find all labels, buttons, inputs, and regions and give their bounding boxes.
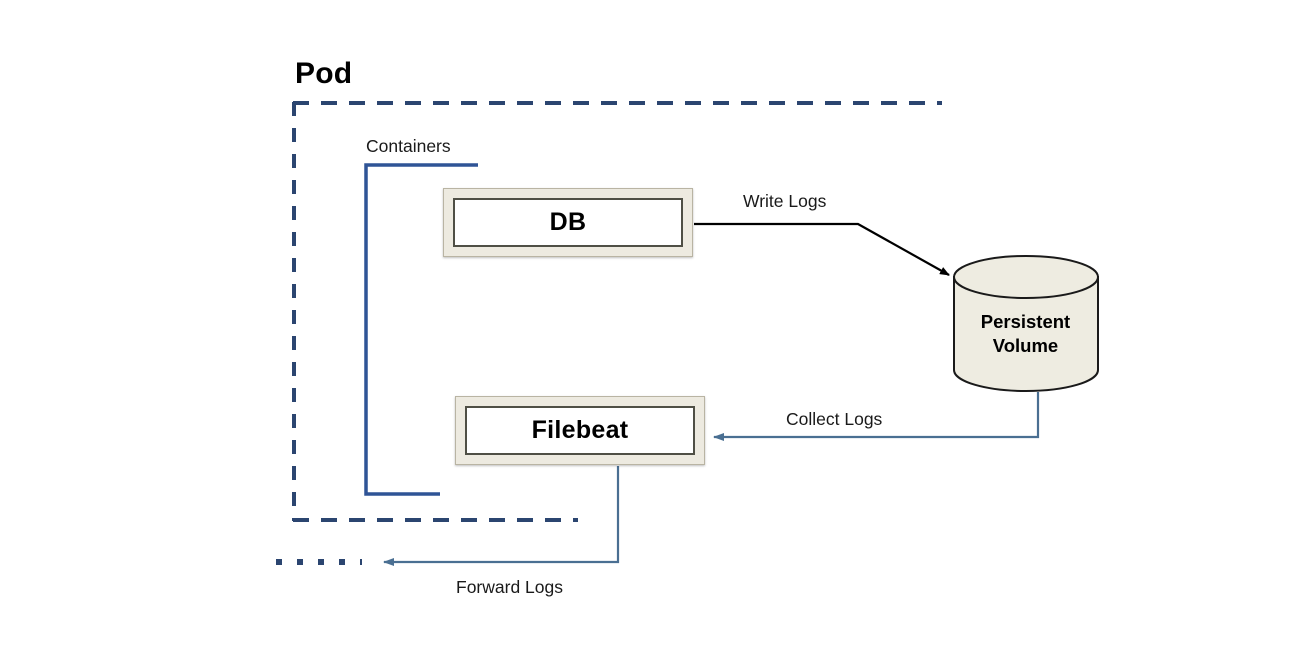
edge-label-forward-logs: Forward Logs bbox=[456, 577, 563, 597]
edge-forward-logs bbox=[383, 466, 620, 566]
node-persistent-volume-label-line2: Volume bbox=[992, 335, 1059, 356]
pod-boundary bbox=[276, 101, 942, 565]
node-db[interactable]: DB bbox=[443, 188, 693, 257]
node-db-label: DB bbox=[549, 208, 587, 236]
containers-group-label: Containers bbox=[366, 136, 451, 156]
node-filebeat-label: Filebeat bbox=[531, 416, 629, 444]
node-persistent-volume-label-line1: Persistent bbox=[980, 311, 1071, 332]
node-filebeat-inner: Filebeat bbox=[465, 406, 695, 455]
node-db-inner: DB bbox=[453, 198, 683, 247]
edge-label-collect-logs: Collect Logs bbox=[786, 409, 883, 429]
node-filebeat[interactable]: Filebeat bbox=[455, 396, 705, 465]
edge-label-write-logs: Write Logs bbox=[743, 191, 827, 211]
node-persistent-volume[interactable]: Persistent Volume bbox=[952, 258, 1099, 389]
edge-write-logs bbox=[694, 222, 950, 276]
edge-collect-logs bbox=[713, 392, 1040, 441]
node-persistent-volume-label: Persistent Volume bbox=[952, 310, 1099, 358]
persistent-volume-cylinder-shape bbox=[953, 255, 1099, 392]
pod-title: Pod bbox=[295, 57, 353, 90]
containers-bracket bbox=[364, 163, 478, 496]
